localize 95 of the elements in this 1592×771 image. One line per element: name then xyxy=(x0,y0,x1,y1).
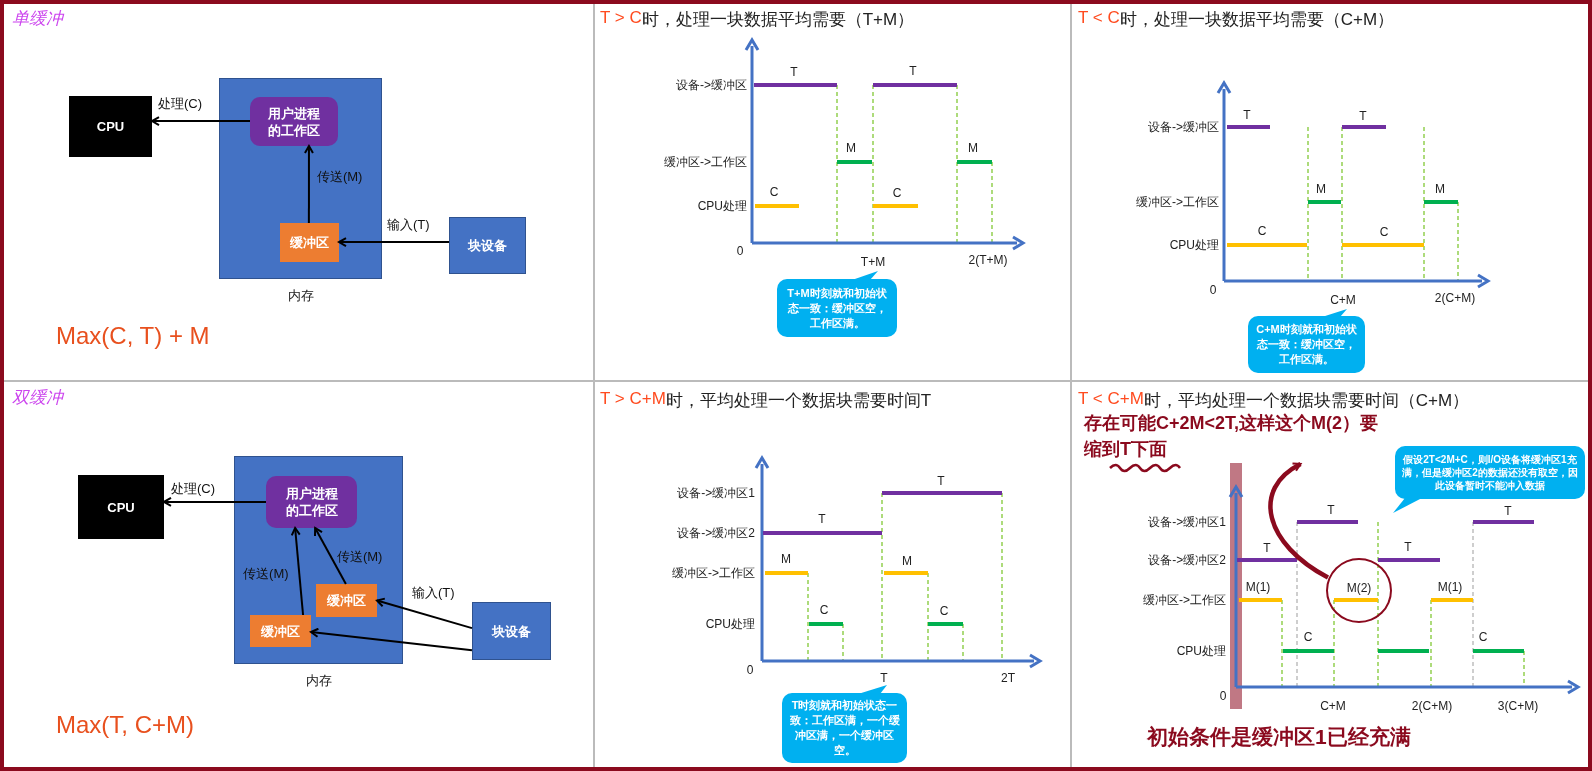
tick-label: 2(T+M) xyxy=(968,253,1008,267)
bar-label: C xyxy=(939,604,949,618)
bar-label: C xyxy=(769,185,779,199)
formula-text: Max(T, C+M) xyxy=(56,711,194,739)
row-label: 缓冲区->工作区 xyxy=(672,564,755,582)
heading-text: 时，平均处理一个数据块需要时间T xyxy=(665,389,932,412)
bar-label: C xyxy=(819,603,829,617)
edge-label: 处理(C) xyxy=(158,95,203,113)
bar-label: T xyxy=(1359,109,1367,123)
bar-label: T xyxy=(818,512,826,526)
row-label: 缓冲区->工作区 xyxy=(664,153,747,171)
arrow xyxy=(290,527,305,616)
bar-label: M(1) xyxy=(1245,580,1271,594)
row-label: CPU处理 xyxy=(697,197,747,215)
row-label: CPU处理 xyxy=(1169,236,1219,254)
heading-text: 时，处理一块数据平均需要（T+M） xyxy=(641,8,915,31)
edge-label: 输入(T) xyxy=(387,216,430,235)
bar-label: M xyxy=(781,552,791,566)
bar-label: T xyxy=(909,64,917,78)
arrow xyxy=(151,116,251,126)
tick-label: 2T xyxy=(1001,671,1015,685)
bar-label: T xyxy=(1243,108,1251,122)
arrow xyxy=(376,597,473,630)
heading-text: 时，处理一块数据平均需要（C+M） xyxy=(1119,8,1395,31)
bar-label: T xyxy=(790,65,798,79)
buffer-box: 缓冲区 xyxy=(316,584,377,617)
memory-label: 内存 xyxy=(305,672,332,690)
arrow xyxy=(314,527,347,585)
tick-label: C+M xyxy=(1320,699,1346,713)
tick-label: 3(C+M) xyxy=(1497,699,1539,713)
bar-label: C xyxy=(1478,630,1488,644)
tick-label: 2(C+M) xyxy=(1411,699,1453,713)
panel-title: 双缓冲 xyxy=(12,386,63,409)
bar-label: M xyxy=(846,141,856,155)
edge-label: 传送(M) xyxy=(316,168,363,186)
row-label: CPU处理 xyxy=(1176,642,1226,660)
tick-label: C+M xyxy=(1330,293,1356,307)
bar-label: T xyxy=(1263,541,1271,555)
annotation-text: 存在可能C+2M<2T,这样这个M(2）要缩到T下面 xyxy=(1084,410,1389,464)
heading-condition: T < C xyxy=(1078,7,1120,29)
row-label: 设备->缓冲区2 xyxy=(1148,551,1226,569)
panel-title: 单缓冲 xyxy=(12,7,63,30)
bar-label: C xyxy=(892,186,902,200)
row-label: 设备->缓冲区1 xyxy=(1148,513,1226,531)
bar-label: T xyxy=(1327,503,1335,517)
row-label: 缓冲区->工作区 xyxy=(1136,193,1219,211)
workspace-box: 用户进程的工作区 xyxy=(266,476,357,528)
heading-condition: T < C+M xyxy=(1078,388,1144,410)
arrow xyxy=(303,145,314,224)
bar-label: M xyxy=(902,554,912,568)
bar-label: M xyxy=(1316,182,1326,196)
bar-label: T xyxy=(1404,540,1412,554)
row-label: 设备->缓冲区 xyxy=(676,76,747,94)
heading-condition: T > C xyxy=(600,7,642,29)
bar-label: T xyxy=(1504,504,1512,518)
row-label: 缓冲区->工作区 xyxy=(1143,591,1226,609)
buffer-box: 缓冲区 xyxy=(280,223,339,262)
tick-label: 0 xyxy=(1209,283,1217,297)
bar-label: C xyxy=(1303,630,1313,644)
cpu-box: CPU xyxy=(69,96,152,157)
workspace-box: 用户进程的工作区 xyxy=(250,97,338,146)
arrow xyxy=(310,627,473,652)
arrow xyxy=(163,496,267,507)
edge-label: 传送(M) xyxy=(336,548,383,566)
note-text: 初始条件是缓冲区1已经充满 xyxy=(1147,724,1411,750)
bar-label: M(1) xyxy=(1437,580,1463,594)
bar-label: C xyxy=(1379,225,1389,239)
row-label: 设备->缓冲区2 xyxy=(677,524,755,542)
bar-label: M xyxy=(1435,182,1445,196)
bar-label: T xyxy=(937,474,945,488)
tick-label: 2(C+M) xyxy=(1434,291,1476,305)
tick-label: T xyxy=(880,671,888,685)
edge-label: 输入(T) xyxy=(412,584,455,603)
row-label: 设备->缓冲区1 xyxy=(677,484,755,502)
formula-text: Max(C, T) + M xyxy=(56,322,210,350)
cpu-box: CPU xyxy=(78,475,164,539)
heading-condition: T > C+M xyxy=(600,388,666,410)
buffer-box: 缓冲区 xyxy=(250,615,311,647)
arrow xyxy=(338,237,450,248)
device-box: 块设备 xyxy=(472,602,551,660)
circled-label: M(2) xyxy=(1326,558,1392,623)
tick-label: 0 xyxy=(746,663,754,677)
tick-label: 0 xyxy=(1219,689,1227,703)
edge-label: 传送(M) xyxy=(243,565,289,583)
tick-label: 0 xyxy=(736,244,744,258)
heading-text: 时，平均处理一个数据块需要时间（C+M） xyxy=(1143,389,1470,412)
row-label: CPU处理 xyxy=(705,615,755,633)
row-label: 设备->缓冲区 xyxy=(1148,118,1219,136)
arrow xyxy=(1268,462,1330,580)
bar-label: M xyxy=(968,141,978,155)
bar-label: C xyxy=(1257,224,1267,238)
tick-label: T+M xyxy=(860,255,886,269)
memory-label: 内存 xyxy=(287,287,314,305)
device-box: 块设备 xyxy=(449,217,526,274)
edge-label: 处理(C) xyxy=(171,480,216,498)
